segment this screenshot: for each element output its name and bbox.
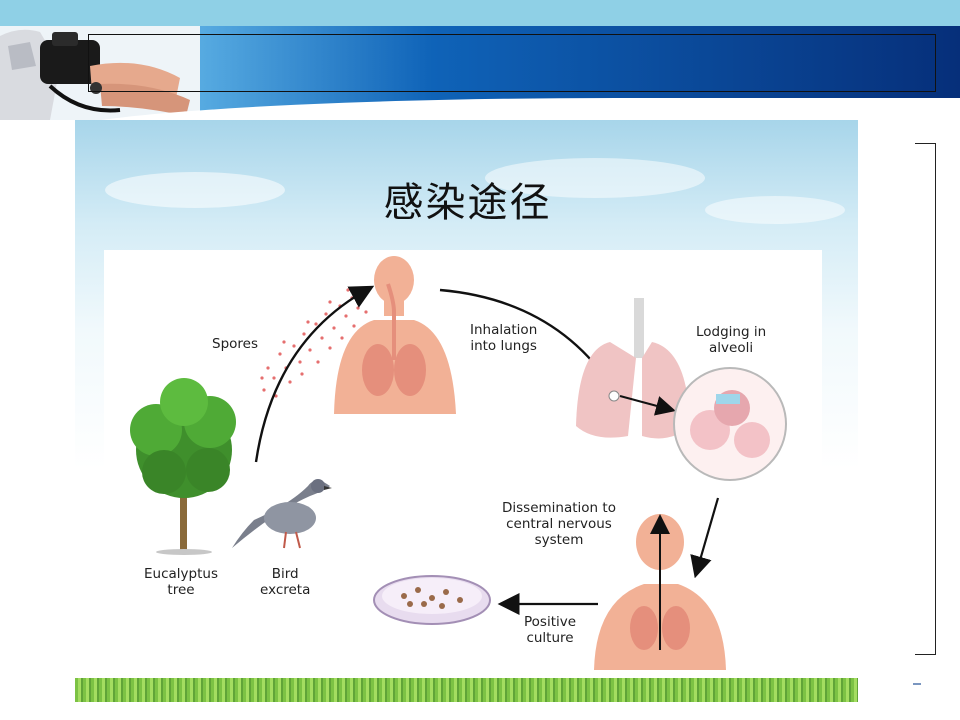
- label-dissemination: Dissemination to central nervous system: [502, 500, 616, 548]
- pigeon-icon: [232, 479, 332, 549]
- label-spores: Spores: [212, 336, 258, 352]
- lungs-icon: [576, 298, 690, 439]
- top-accent-strip: [0, 0, 960, 26]
- label-lodging: Lodging in alveoli: [696, 324, 767, 356]
- alveoli-icon: [673, 367, 787, 481]
- label-positive-culture: Positive culture: [524, 614, 577, 646]
- label-eucalyptus: Eucalyptus tree: [144, 566, 218, 598]
- human-torso-icon: [334, 256, 456, 414]
- eucalyptus-tree-icon: [130, 378, 236, 555]
- label-inhalation: Inhalation into lungs: [470, 322, 538, 354]
- infection-route-diagram: Spores Inhalation into lungs Lodging in …: [104, 250, 822, 678]
- corner-dash: [913, 683, 921, 685]
- label-bird: Bird excreta: [260, 566, 311, 598]
- header-frame: [88, 34, 936, 92]
- petri-dish-icon: [373, 575, 491, 625]
- grass-strip: [75, 678, 858, 702]
- slide-title: 感染途径: [383, 180, 552, 226]
- human-torso-lower-icon: [594, 514, 726, 670]
- doctor-photo: [0, 26, 200, 120]
- right-bracket: [915, 143, 936, 655]
